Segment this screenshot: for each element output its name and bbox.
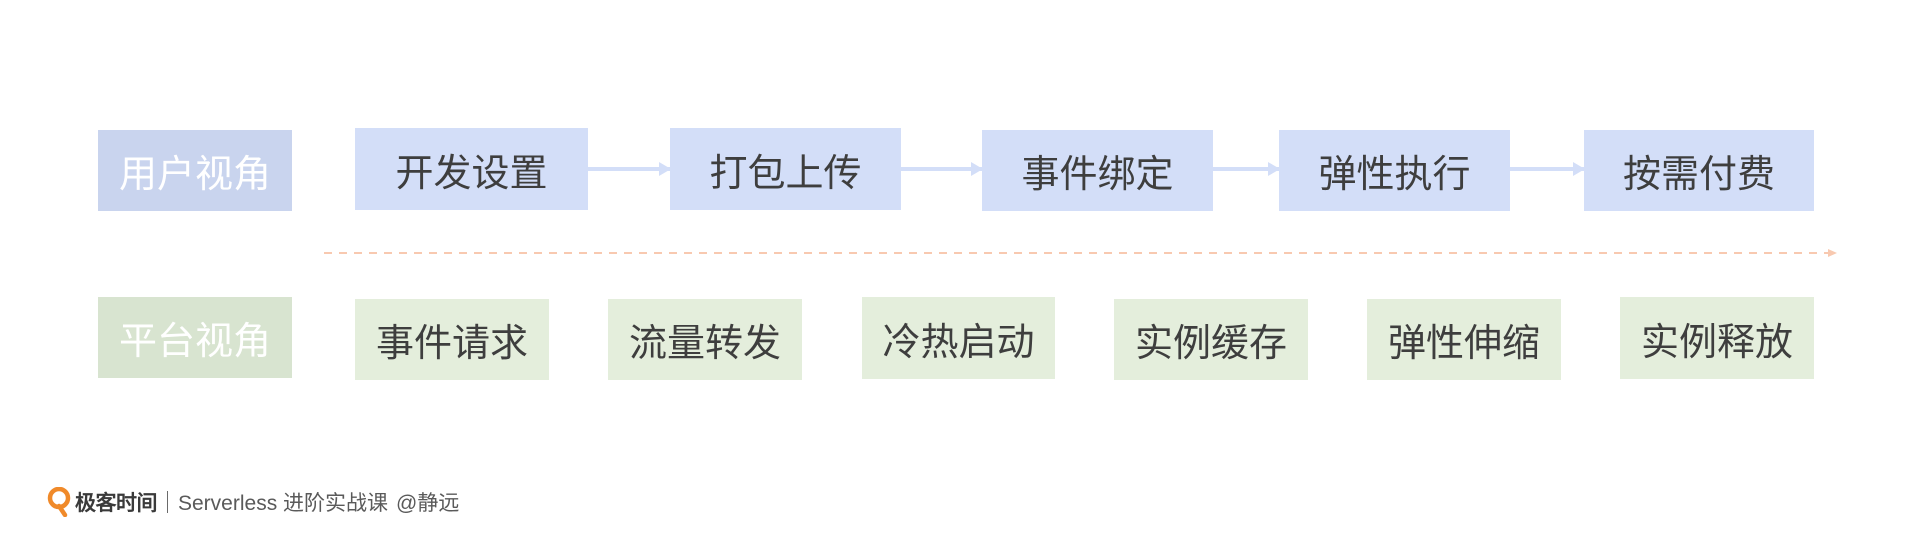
- platform-perspective-label: 平台视角: [98, 297, 292, 378]
- brand-name: 极客时间: [75, 492, 158, 515]
- platform-step-instance-release: 实例释放: [1620, 297, 1814, 379]
- user-step-package-upload: 打包上传: [670, 128, 901, 210]
- platform-step-cold-hot-start: 冷热启动: [862, 297, 1055, 379]
- platform-step-traffic-forwarding: 流量转发: [608, 299, 802, 380]
- platform-step-elastic-scaling: 弹性伸缩: [1367, 299, 1561, 380]
- author-handle: @静远: [396, 492, 460, 515]
- platform-step-event-request: 事件请求: [355, 299, 549, 380]
- footer: 极客时间 Serverless 进阶实战课 @静远: [47, 487, 459, 517]
- geektime-logo-icon: [47, 487, 71, 517]
- footer-separator: [167, 491, 168, 513]
- user-step-event-binding: 事件绑定: [982, 130, 1213, 211]
- user-step-develop-setup: 开发设置: [355, 128, 588, 210]
- platform-step-instance-cache: 实例缓存: [1114, 299, 1308, 380]
- user-step-elastic-execution: 弹性执行: [1279, 130, 1510, 211]
- course-title: Serverless 进阶实战课: [178, 492, 389, 515]
- user-step-pay-on-demand: 按需付费: [1584, 130, 1814, 211]
- user-perspective-label: 用户视角: [98, 130, 292, 211]
